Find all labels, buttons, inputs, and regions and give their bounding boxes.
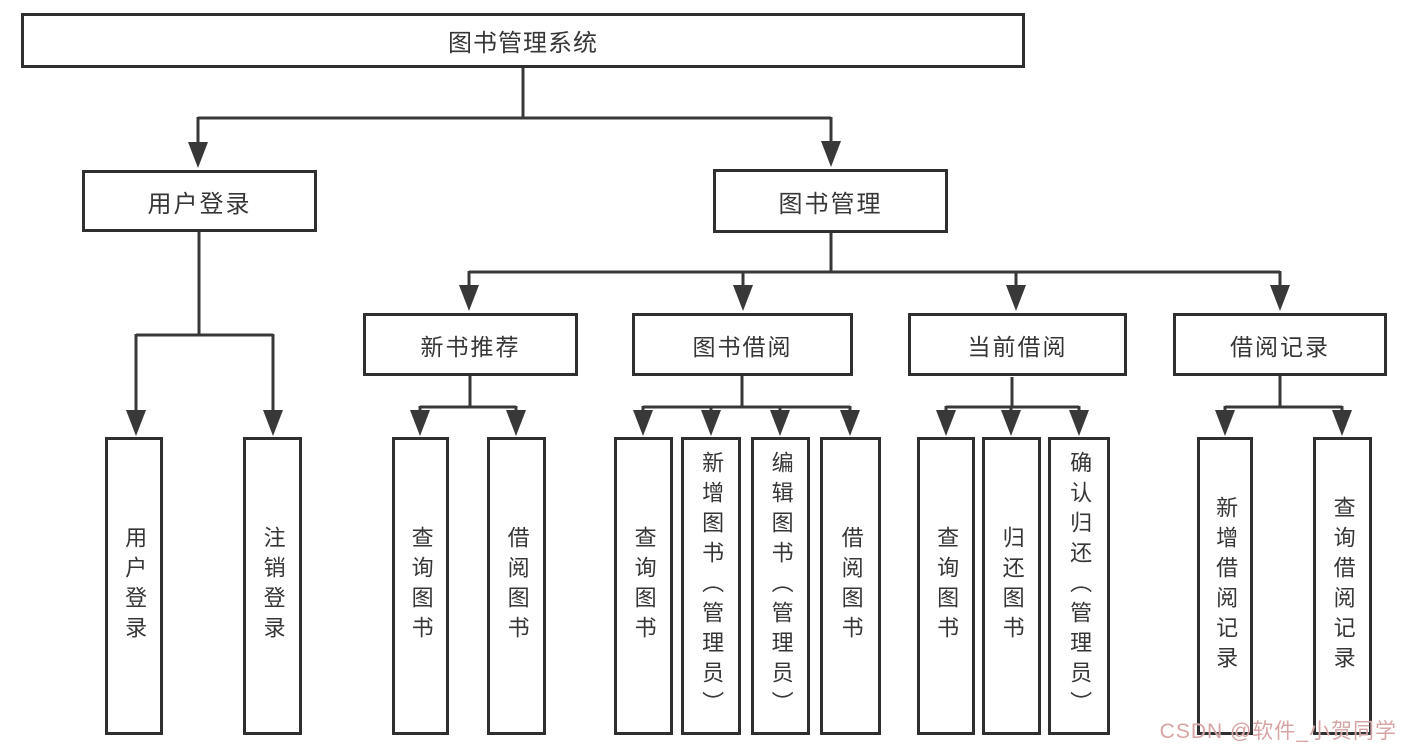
leaf-query-borrow-record: 查询借阅记录	[1313, 437, 1372, 735]
node-new-book-recommend: 新书推荐	[363, 313, 578, 376]
leaf-return-book-label: 归还图书	[999, 526, 1025, 646]
leaf-add-borrow-record: 新增借阅记录	[1197, 437, 1253, 735]
leaf-user-login: 用户登录	[105, 437, 163, 735]
leaf-add-book-admin: 新增图书（管理员）	[681, 437, 741, 735]
leaf-return-book: 归还图书	[982, 437, 1041, 735]
node-book-borrow: 图书借阅	[632, 313, 853, 376]
node-current-borrow-label: 当前借阅	[967, 333, 1068, 360]
leaf-confirm-return-admin: 确认归还（管理员）	[1048, 437, 1110, 735]
leaf-borrow-books-recommend: 借阅图书	[487, 437, 546, 735]
leaf-logout-label: 注销登录	[260, 526, 286, 646]
root-node-label: 图书管理系统	[448, 30, 598, 57]
leaf-logout: 注销登录	[243, 437, 302, 735]
node-borrow-records-label: 借阅记录	[1230, 333, 1330, 360]
node-user-login: 用户登录	[82, 170, 317, 232]
leaf-borrow-books-label: 借阅图书	[838, 526, 864, 646]
node-book-management-label: 图书管理	[778, 190, 883, 218]
watermark: CSDN @软件_小贺同学	[1159, 720, 1397, 743]
leaf-user-login-label: 用户登录	[122, 526, 148, 646]
node-user-login-label: 用户登录	[147, 190, 252, 218]
leaf-query-books-borrow-label: 查询图书	[631, 526, 657, 646]
leaf-borrow-books: 借阅图书	[820, 437, 881, 735]
leaf-query-books-current-label: 查询图书	[934, 526, 960, 646]
root-node: 图书管理系统	[21, 13, 1025, 68]
leaf-query-books-recommend-label: 查询图书	[408, 526, 434, 646]
leaf-add-borrow-record-label: 新增借阅记录	[1213, 496, 1239, 676]
leaf-add-book-admin-label: 新增图书（管理员）	[699, 451, 725, 721]
leaf-edit-book-admin-label: 编辑图书（管理员）	[768, 451, 794, 721]
leaf-borrow-books-recommend-label: 借阅图书	[504, 526, 530, 646]
node-borrow-records: 借阅记录	[1173, 313, 1387, 376]
leaf-query-books-current: 查询图书	[917, 437, 975, 735]
leaf-query-borrow-record-label: 查询借阅记录	[1330, 496, 1356, 676]
leaf-query-books-recommend: 查询图书	[392, 437, 449, 735]
leaf-confirm-return-admin-label: 确认归还（管理员）	[1067, 451, 1093, 721]
node-book-management: 图书管理	[713, 169, 948, 233]
node-book-borrow-label: 图书借阅	[692, 333, 793, 360]
node-current-borrow: 当前借阅	[908, 313, 1127, 376]
node-new-book-recommend-label: 新书推荐	[420, 333, 521, 360]
leaf-edit-book-admin: 编辑图书（管理员）	[751, 437, 810, 735]
leaf-query-books-borrow: 查询图书	[614, 437, 673, 735]
